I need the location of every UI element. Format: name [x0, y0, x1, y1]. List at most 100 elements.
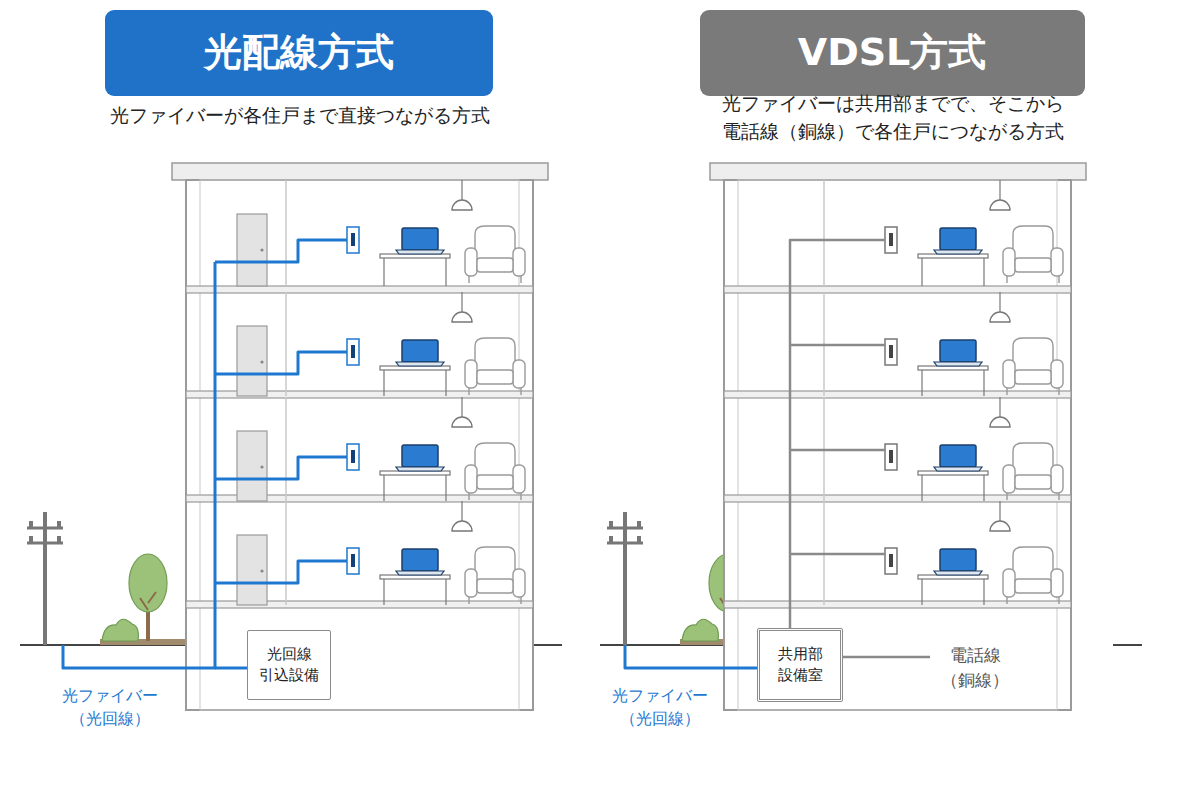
telephone-wire — [790, 240, 885, 628]
illustration-part — [237, 535, 267, 605]
illustration-part — [990, 417, 1010, 427]
illustration-part — [140, 592, 156, 610]
illustration-part — [999, 397, 1000, 417]
illustration-part — [1003, 569, 1015, 597]
building — [710, 163, 1086, 710]
illustration-part — [402, 445, 438, 467]
text-line: 光回線 — [259, 644, 319, 665]
illustration-part — [934, 250, 982, 254]
illustration-part — [468, 493, 469, 500]
illustration-part — [43, 512, 47, 645]
illustration-part — [461, 397, 462, 417]
optical-fiber — [215, 457, 347, 479]
illustration-part — [465, 248, 477, 276]
text-line: 光配線方式 — [204, 26, 394, 79]
illustration-part — [609, 521, 613, 527]
illustration-part — [1058, 276, 1059, 283]
illustration-part — [260, 569, 263, 572]
illustration-part — [477, 370, 513, 384]
illustration-part — [983, 579, 984, 605]
illustration-part — [513, 569, 525, 597]
illustration-part — [351, 450, 355, 463]
text-line: 共用部 — [778, 644, 823, 665]
illustration-part — [477, 579, 513, 593]
illustration-part — [477, 475, 513, 489]
illustration-part — [468, 597, 469, 604]
illustration-part — [934, 571, 982, 575]
illustration-part — [940, 445, 976, 467]
illustration-part — [637, 536, 641, 542]
illustration-part — [347, 227, 359, 253]
illustration-part — [477, 258, 513, 272]
illustration-part — [609, 536, 613, 542]
illustration-part — [465, 465, 477, 493]
illustration-part — [520, 493, 521, 500]
illustration-part — [200, 180, 519, 710]
subtitle: 光ファイバーは共用部までで、そこから 電話線（銅線）で各住戸につながる方式 — [722, 90, 1064, 145]
illustration-part — [889, 554, 893, 567]
illustration-part — [1051, 569, 1063, 597]
text-line: 光ファイバー — [62, 684, 158, 707]
illustration-part — [172, 163, 548, 180]
illustration-part — [383, 258, 384, 286]
optical-fiber — [215, 561, 347, 583]
illustration-part — [1015, 579, 1051, 593]
illustration-part — [990, 200, 1010, 210]
illustration-part — [921, 475, 922, 501]
illustration-part — [724, 495, 1071, 502]
illustration-part — [347, 548, 359, 574]
illustration-part — [383, 579, 384, 605]
illustration-part — [1113, 644, 1142, 646]
illustration-part — [1003, 248, 1015, 276]
illustration-part — [1058, 597, 1059, 604]
illustration-part — [475, 547, 515, 577]
illustration-part — [475, 338, 515, 368]
illustration-part — [999, 292, 1000, 312]
illustration-part — [921, 370, 922, 396]
telephone-wire — [790, 553, 885, 556]
illustration-part — [1006, 493, 1007, 500]
illustration-part — [513, 360, 525, 388]
illustration-part — [1058, 493, 1059, 500]
illustration-part — [983, 370, 984, 396]
illustration-part — [57, 536, 61, 542]
illustration-part — [396, 571, 444, 575]
illustration-part — [724, 391, 1071, 398]
illustration-part — [533, 644, 562, 646]
telephone-wire — [843, 656, 930, 659]
text-line: 設備室 — [778, 665, 823, 686]
illustration-part — [1015, 258, 1051, 272]
text-line: 電話線（銅線）で各住戸につながる方式 — [722, 118, 1064, 146]
illustration-part — [29, 536, 33, 542]
illustration-part — [445, 258, 446, 286]
illustration-part — [186, 180, 533, 710]
illustration-part — [237, 326, 267, 396]
node-text: 光配線方式 — [204, 26, 394, 79]
illustration-part — [465, 569, 477, 597]
illustration-part — [468, 388, 469, 395]
illustration-part — [237, 214, 267, 286]
illustration-part — [885, 444, 897, 470]
illustration-part — [260, 465, 263, 468]
illustration-part — [383, 475, 384, 501]
illustration-part — [738, 180, 1057, 710]
illustration-part — [983, 258, 984, 286]
illustration-part — [461, 292, 462, 312]
illustration-part — [885, 227, 897, 253]
fiber-label: 光ファイバー （光回線） — [612, 684, 708, 730]
illustration-part — [468, 276, 469, 283]
text-line: 引込設備 — [259, 665, 319, 686]
illustration-part — [1006, 597, 1007, 604]
illustration-part — [475, 443, 515, 473]
title-pill: 光配線方式 — [105, 10, 493, 96]
text-line: 光ファイバーが各住戸まで直接つながる方式 — [110, 102, 490, 130]
illustration-part — [823, 180, 825, 286]
illustration-part — [940, 340, 976, 362]
illustration-part — [452, 200, 472, 210]
illustration-part — [724, 286, 1071, 293]
illustration-part — [351, 233, 355, 246]
illustration-part — [260, 360, 263, 363]
optical-fiber — [625, 645, 757, 668]
illustration-part — [921, 258, 922, 286]
illustration-part — [1013, 443, 1053, 473]
